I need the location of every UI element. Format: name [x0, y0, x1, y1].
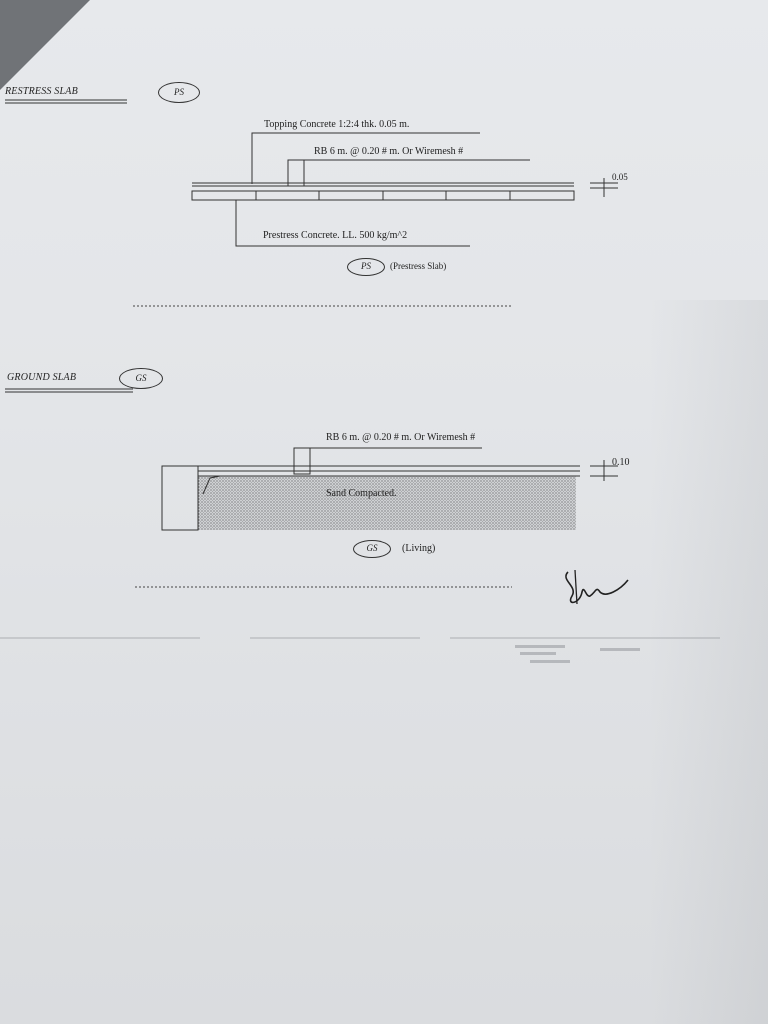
ps-topping-label: Topping Concrete 1:2:4 thk. 0.05 m. [264, 119, 410, 130]
page-fold-shadow [648, 300, 768, 1024]
gs-thickness-label: 0.10 [612, 457, 630, 468]
ground-slab-drawing [161, 447, 618, 531]
page-corner-shadow [0, 0, 90, 90]
ps-tag: PS [158, 82, 200, 103]
gs-rebar-label: RB 6 m. @ 0.20 # m. Or Wiremesh # [326, 432, 476, 443]
ps-concrete-label: Prestress Concrete. LL. 500 kg/m^2 [263, 230, 408, 241]
ps-heading-underline [5, 99, 127, 104]
ps-heading: RESTRESS SLAB [5, 86, 78, 97]
gs-heading-underline [5, 388, 133, 393]
ps-caption-tag: PS [347, 258, 385, 276]
ps-rebar-label: RB 6 m. @ 0.20 # m. Or Wiremesh # [314, 146, 464, 157]
gs-caption-tag: GS [353, 540, 391, 558]
gs-caption-text: (Living) [402, 543, 436, 554]
gs-tag: GS [119, 368, 163, 389]
signature-stroke [574, 569, 578, 605]
signature-mark [565, 571, 629, 604]
prestress-slab-drawing [191, 132, 618, 247]
gs-fill-label: Sand Compacted. [326, 488, 397, 499]
ps-thickness-label: 0.05 [612, 172, 628, 182]
faint-smudge [515, 645, 640, 663]
ps-caption-text: (Prestress Slab) [390, 261, 447, 271]
gs-heading: GROUND SLAB [7, 372, 77, 383]
